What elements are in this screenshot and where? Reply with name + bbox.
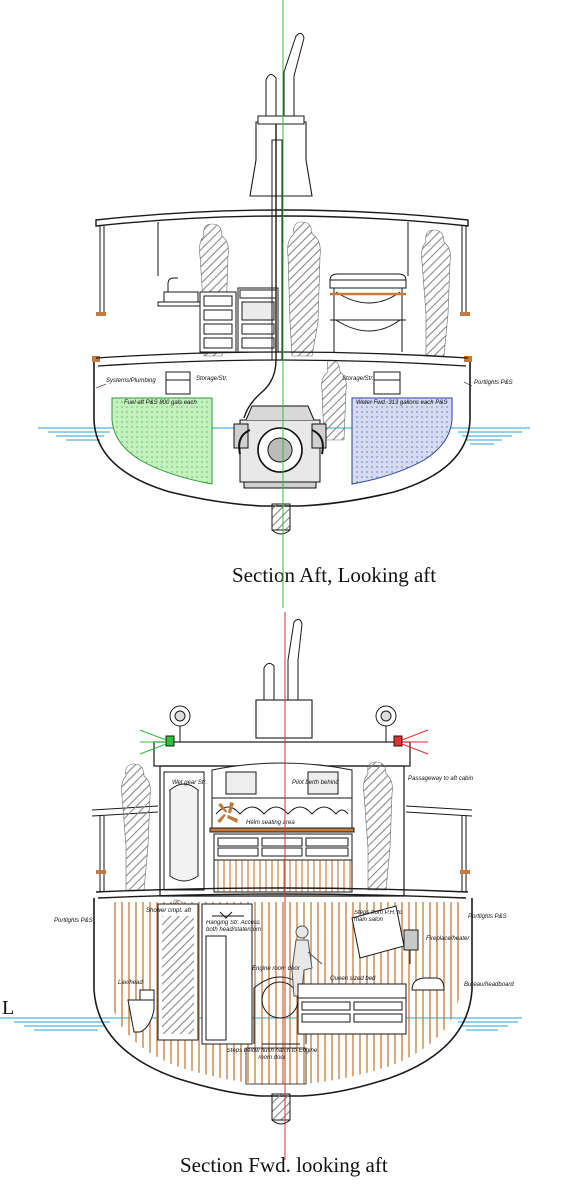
fwd-label-hanging-box: Hanging Str. Access both head/stateroom bbox=[206, 920, 262, 933]
aft-caption: Section Aft, Looking aft bbox=[232, 563, 436, 587]
aft-exhaust-pipe bbox=[265, 32, 305, 122]
fwd-cabin-sole bbox=[95, 887, 469, 899]
fwd-keel-bottom bbox=[271, 1119, 291, 1125]
fwd-engine-steps bbox=[245, 1047, 307, 1085]
aft-sink bbox=[157, 277, 201, 307]
fwd-label-wet-gear: Wet gear Str. bbox=[172, 780, 207, 786]
fwd-label-passageway: Passageway to aft cabin bbox=[408, 776, 474, 782]
fwd-keel bbox=[271, 1093, 291, 1121]
fwd-funnel bbox=[255, 699, 313, 739]
aft-label-systems: Systems/Plumbing bbox=[106, 378, 156, 384]
fwd-label-bureau: Bureau/headboard bbox=[464, 982, 514, 988]
aft-stove bbox=[237, 287, 279, 353]
aft-roof bbox=[95, 209, 469, 227]
fwd-label-shower: Shower cmpt. aft bbox=[146, 908, 191, 914]
aft-label-portlights: Portlights P&S bbox=[474, 380, 513, 386]
fwd-section: L bbox=[0, 618, 522, 1177]
aft-label-fuel: Fuel aft P&S 800 gals each bbox=[124, 400, 197, 406]
fwd-deck-fittings bbox=[96, 870, 470, 874]
aft-engine bbox=[233, 405, 327, 489]
aft-berth bbox=[329, 273, 407, 352]
edge-label: L bbox=[2, 997, 14, 1019]
fwd-hanging-locker bbox=[201, 903, 253, 1045]
fwd-label-steps-below: Steps below flush hatch to Engine room d… bbox=[226, 1048, 318, 1061]
aft-keel-bottom bbox=[271, 529, 291, 535]
fwd-exhaust-pipe bbox=[263, 618, 303, 700]
aft-storage bbox=[165, 371, 401, 395]
fwd-helm-seat bbox=[209, 797, 355, 833]
fwd-label-portlights-right: Portlights P&S bbox=[468, 914, 507, 920]
fwd-label-steps-below-box: Steps below flush hatch to Engine room d… bbox=[226, 1048, 318, 1061]
aft-exhaust-trunk bbox=[271, 139, 283, 361]
aft-label-storage-left: Storage/Str. bbox=[196, 376, 228, 382]
aft-funnel-cap bbox=[257, 115, 305, 125]
aft-exhaust-hose bbox=[243, 124, 277, 419]
fwd-label-helm-seating: Helm seating area bbox=[246, 820, 295, 826]
aft-section: Systems/Plumbing Storage/Str. Storage/St… bbox=[38, 32, 530, 587]
fwd-label-queen-bed: Queen sized bed bbox=[330, 976, 376, 982]
aft-fuel-tank bbox=[111, 397, 213, 485]
fwd-steps-ph bbox=[351, 905, 419, 964]
aft-funnel bbox=[249, 121, 313, 197]
fwd-label-steps-from-box: Steps from P.H. to main salon bbox=[354, 910, 403, 923]
fwd-helm-drawers bbox=[213, 833, 353, 893]
fwd-caption: Section Fwd. looking aft bbox=[180, 1153, 388, 1177]
aft-label-storage-right: Storage/Str. bbox=[342, 376, 374, 382]
fwd-deck-lights bbox=[139, 705, 429, 755]
fwd-label-steps-from: Steps from P.H. to main salon bbox=[354, 910, 403, 923]
aft-leader-systems bbox=[95, 383, 107, 389]
aft-leader-portlights bbox=[463, 381, 473, 387]
fwd-bed bbox=[297, 977, 445, 1035]
fwd-wet-gear-locker bbox=[163, 771, 205, 891]
aft-drawers bbox=[199, 291, 237, 353]
fwd-label-portlights-left: Portlights P&S bbox=[54, 918, 93, 924]
fwd-lav bbox=[127, 989, 155, 1033]
fwd-shower bbox=[157, 903, 199, 1041]
fwd-label-hanging: Hanging Str. Access both head/stateroom bbox=[206, 920, 262, 933]
fwd-label-pilot-berth: Pilot berth behind bbox=[292, 780, 339, 786]
aft-rails bbox=[99, 222, 467, 312]
aft-label-water: Water Fwd. 313 gallons each P&S bbox=[356, 400, 447, 406]
aft-keel bbox=[271, 503, 291, 531]
aft-water-tank bbox=[351, 397, 453, 485]
fwd-label-fireplace: Fireplace/heater bbox=[426, 936, 470, 942]
fwd-pilot-berth bbox=[211, 762, 353, 799]
aft-deck-fittings bbox=[92, 312, 472, 362]
fwd-label-lav: Lav/head bbox=[118, 980, 143, 986]
fwd-seated-figure bbox=[291, 925, 323, 997]
fwd-label-engine-door: Engine room door bbox=[252, 966, 301, 972]
